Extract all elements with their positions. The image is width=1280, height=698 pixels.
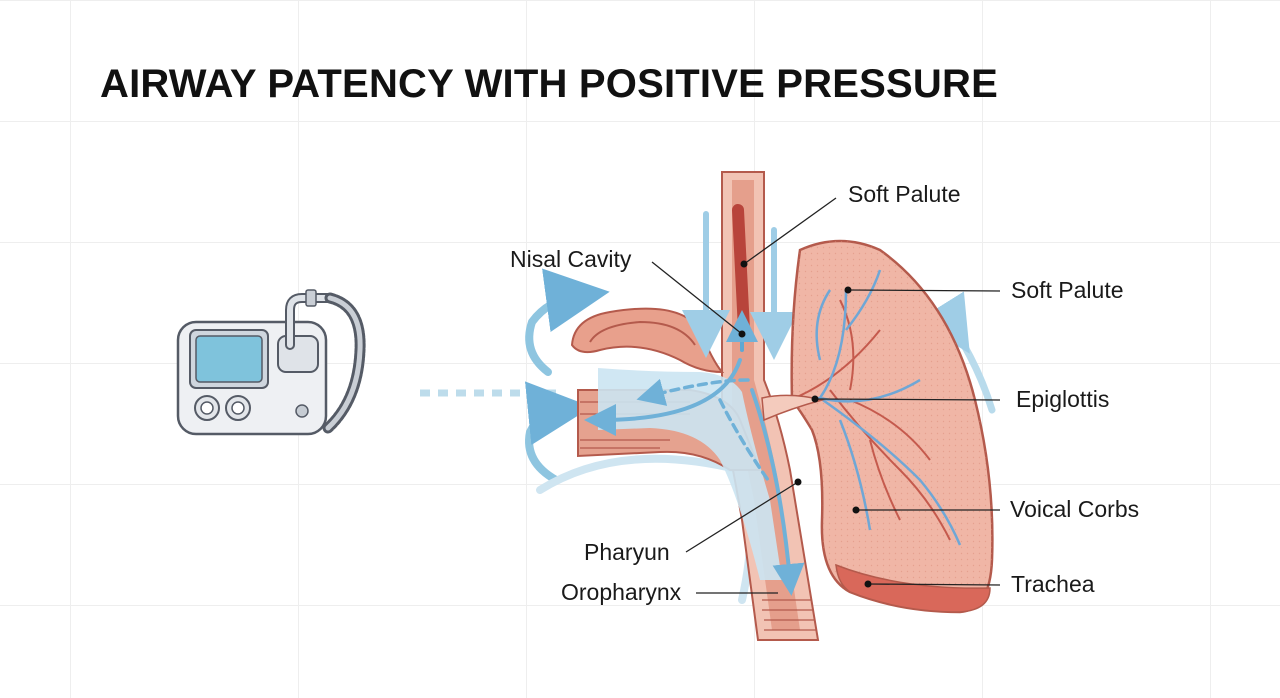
label-soft-palate-right: Soft Palute [1011, 277, 1124, 303]
label-pharynx: Pharyun [584, 539, 670, 565]
label-trachea: Trachea [1011, 571, 1095, 597]
leader-lines [651, 197, 1001, 594]
leader-dots [738, 260, 872, 588]
cpap-machine-icon [176, 289, 366, 436]
page-title: AIRWAY PATENCY WITH POSITIVE PRESSURE [100, 62, 998, 106]
label-soft-palate-top: Soft Palute [848, 181, 961, 207]
label-oropharynx: Oropharynx [561, 579, 682, 605]
label-epiglottis: Epiglottis [1016, 386, 1110, 412]
epiglottis-structure [761, 394, 825, 422]
label-nasal-cavity: Nisal Cavity [510, 246, 632, 272]
airway-flow-arrows [584, 211, 805, 596]
lung [769, 239, 994, 614]
label-vocal-cords: Voical Corbs [1010, 496, 1140, 522]
